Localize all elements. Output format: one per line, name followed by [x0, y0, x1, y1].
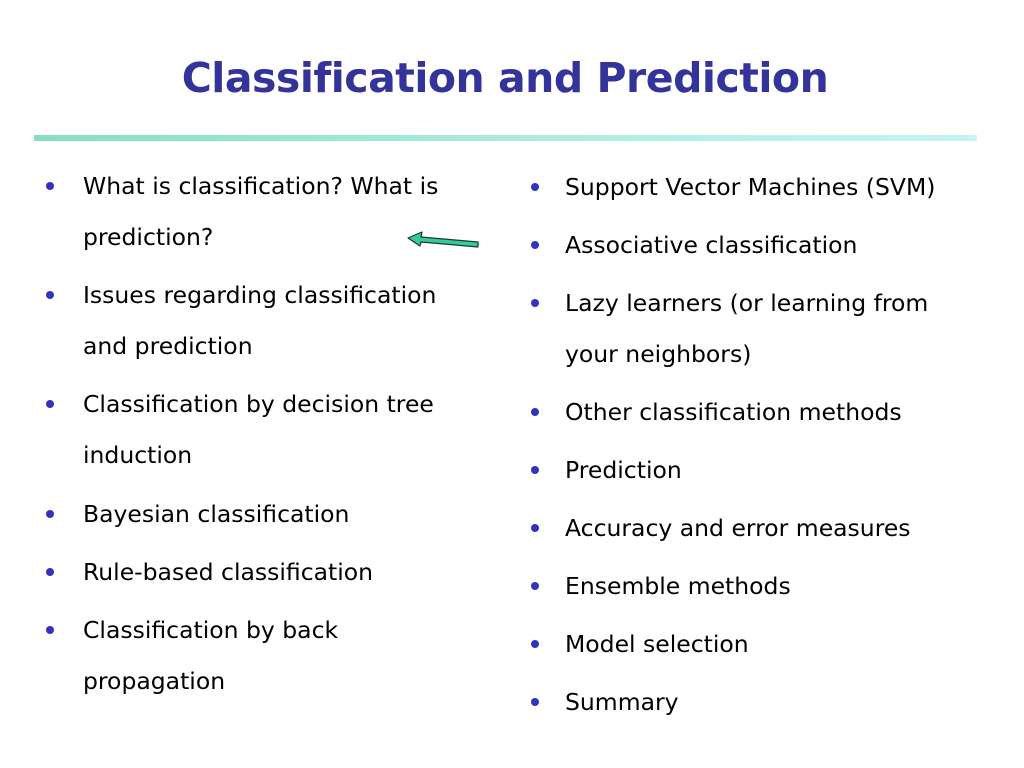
list-item-line: Classification by decision tree [83, 390, 434, 418]
list-item-line: Rule-based classification [83, 558, 374, 586]
bullet-icon [531, 640, 539, 648]
bullet-icon [46, 400, 54, 408]
left-arrow-icon [407, 231, 479, 248]
bullet-icon [531, 183, 539, 191]
list-item-line: Prediction [565, 456, 682, 484]
list-item-line: Other classification methods [565, 398, 902, 426]
bullet-icon [531, 241, 539, 249]
list-item-line: prediction? [83, 223, 214, 251]
list-item-line: Associative classification [565, 231, 858, 259]
list-item-line: Ensemble methods [565, 572, 791, 600]
bullet-icon [46, 291, 54, 299]
bullet-icon [531, 698, 539, 706]
list-item-line: Issues regarding classification [83, 281, 437, 309]
bullet-icon [46, 568, 54, 576]
bullet-icon [531, 582, 539, 590]
list-item-line: What is classification? What is [83, 172, 439, 200]
bullet-icon [46, 182, 54, 190]
list-item-line: Lazy learners (or learning from [565, 289, 929, 317]
list-item-line: Accuracy and error measures [565, 514, 911, 542]
list-item-line: Bayesian classification [83, 500, 350, 528]
list-item-line: Classification by back [83, 616, 339, 644]
title-divider [34, 135, 977, 141]
list-item-line: Support Vector Machines (SVM) [565, 173, 936, 201]
list-item-line: Model selection [565, 630, 749, 658]
list-item-line: Summary [565, 688, 679, 716]
list-item-line: your neighbors) [565, 340, 752, 368]
bullet-icon [531, 466, 539, 474]
bullet-icon [46, 626, 54, 634]
bullet-icon [531, 299, 539, 307]
slide-title: Classification and Prediction [181, 54, 829, 102]
bullet-icon [531, 408, 539, 416]
list-item-line: propagation [83, 667, 226, 695]
bullet-icon [531, 524, 539, 532]
list-item-line: and prediction [83, 332, 253, 360]
bullet-icon [46, 510, 54, 518]
list-item-line: induction [83, 441, 193, 469]
